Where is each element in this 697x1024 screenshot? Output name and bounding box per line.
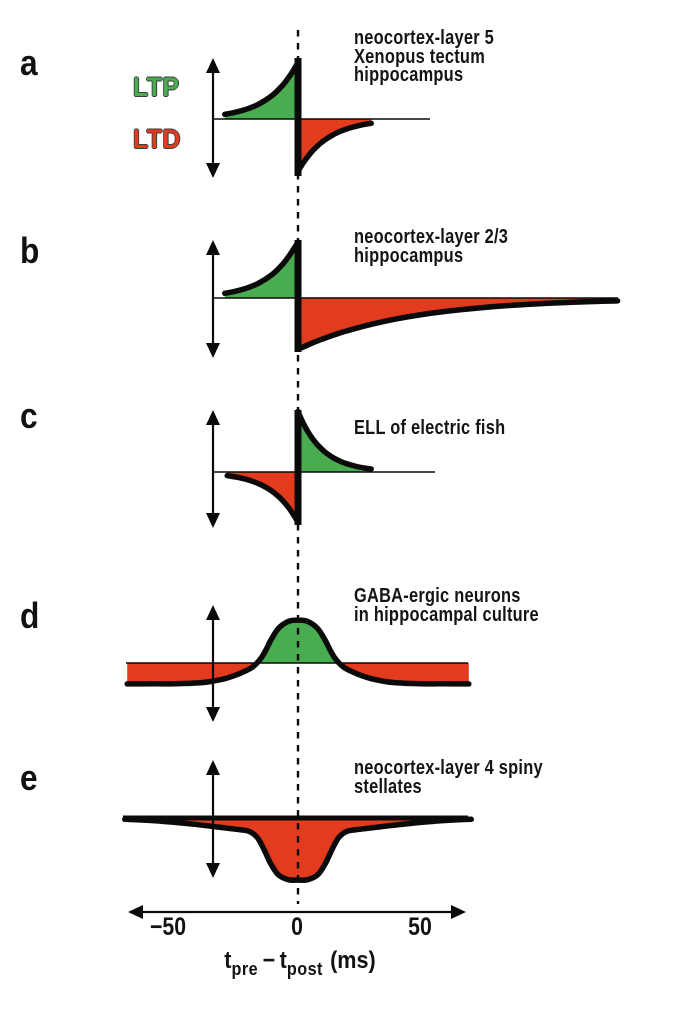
panel-c-vertical-scale-arrow-icon-down-head	[206, 513, 220, 528]
panel-c-ltp-area	[298, 411, 372, 472]
panel-c-curve-stroke	[295, 408, 374, 472]
caption-line: stellates	[354, 775, 422, 798]
x-axis-sub-post: post	[286, 959, 323, 979]
arrows-layer	[128, 58, 466, 919]
panel-a-ltp-area	[224, 62, 298, 119]
panel-b-curve-stroke	[295, 298, 621, 353]
panel-a-vertical-scale-arrow-icon-up-head	[206, 58, 220, 73]
panel-e-caption: neocortex-layer 4 spiny stellates	[354, 757, 543, 798]
caption-line: GABA-ergic neurons	[354, 585, 521, 607]
minus-operator: −	[262, 947, 276, 974]
x-axis-arrow-icon-left-head	[128, 905, 143, 919]
panel-c-letter: c	[20, 395, 38, 436]
panel-b-caption: neocortex-layer 2/3 hippocampus	[354, 226, 509, 267]
panel-a-vertical-scale-arrow-icon-down-head	[206, 163, 220, 178]
panel-e-vertical-scale-arrow-icon-down-head	[206, 863, 220, 878]
panel-e-curve-stroke	[122, 816, 474, 883]
panel-a-ltd-area	[298, 119, 372, 172]
panel-d-curve-stroke	[124, 617, 472, 687]
x-tick-plus50: 50	[408, 913, 432, 941]
x-axis-title: tpre−tpost(ms)	[147, 947, 453, 980]
panel-b-letter: b	[20, 230, 40, 271]
x-axis-var-pre: t	[224, 947, 232, 974]
x-axis-units: (ms)	[330, 947, 376, 974]
panel-c-caption: ELL of electric fish	[354, 417, 506, 439]
caption-line: Xenopus tectum	[354, 45, 486, 68]
x-axis-sub-pre: pre	[231, 959, 259, 979]
panel-c-curve-stroke	[224, 472, 301, 526]
panel-e-letter: e	[20, 757, 38, 798]
x-axis-var-post: t	[279, 947, 287, 974]
x-tick-zero: 0	[291, 913, 303, 941]
caption-line: ELL of electric fish	[354, 417, 506, 439]
panel-b-curve-stroke	[222, 239, 301, 297]
x-axis-arrow-icon-right-head	[451, 905, 466, 919]
panel-b-vertical-scale-arrow-icon-down-head	[206, 343, 220, 358]
ltp-label: LTP	[133, 72, 180, 102]
caption-line: neocortex-layer 2/3	[354, 226, 509, 248]
panel-a-curve-stroke	[222, 59, 301, 118]
panel-c-vertical-scale-arrow-icon-up-head	[206, 410, 220, 425]
strokes-layer	[122, 58, 621, 883]
caption-line: neocortex-layer 5	[354, 27, 495, 49]
panel-d-vertical-scale-arrow-icon-up-head	[206, 605, 220, 620]
panel-d-caption: GABA-ergic neurons in hippocampal cultur…	[354, 585, 539, 626]
panel-a-letter: a	[20, 42, 38, 83]
panel-d-letter: d	[20, 595, 40, 636]
ltd-label: LTD	[133, 124, 181, 154]
panel-e-vertical-scale-arrow-icon-up-head	[206, 760, 220, 775]
caption-line: neocortex-layer 4 spiny	[354, 757, 543, 779]
caption-line: hippocampus	[354, 64, 464, 86]
caption-line: hippocampus	[354, 244, 464, 267]
panel-c-ltd-area	[227, 472, 298, 523]
x-tick-minus50: −50	[149, 913, 187, 941]
panel-a-curve-stroke	[295, 120, 374, 175]
panel-b-vertical-scale-arrow-icon-up-head	[206, 240, 220, 255]
panel-b-ltd-area	[298, 298, 618, 350]
panel-a-caption: neocortex-layer 5 Xenopus tectum hippoca…	[354, 27, 495, 86]
caption-line: in hippocampal culture	[354, 603, 539, 626]
panel-b-ltp-area	[224, 242, 298, 298]
panel-d-vertical-scale-arrow-icon-down-head	[206, 707, 220, 722]
